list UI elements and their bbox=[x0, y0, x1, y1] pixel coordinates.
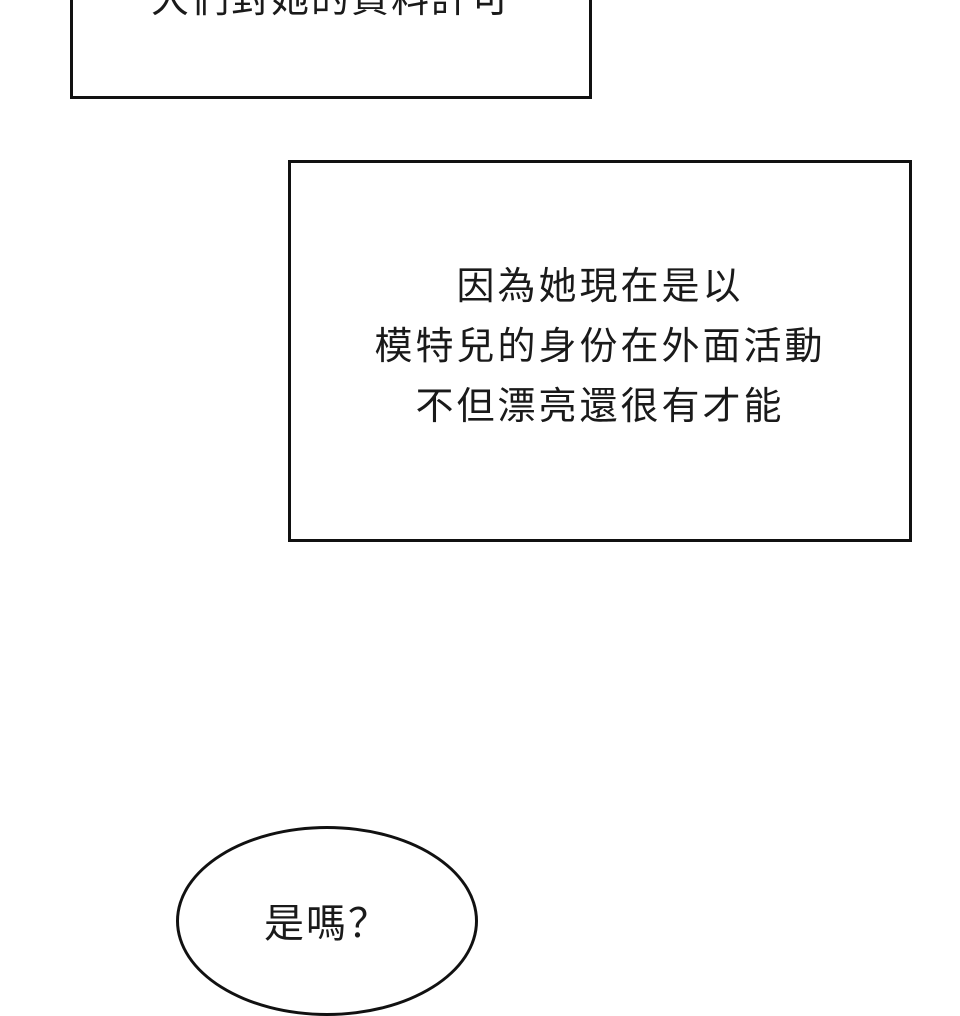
caption-line-3: 不但漂亮還很有才能 bbox=[415, 384, 785, 428]
speech-bubble-text: 是嗎？ bbox=[264, 901, 390, 947]
caption-box-top: 大們對她的資料許可 bbox=[70, 0, 592, 99]
caption-text-middle: 因為她現在是以 模特兒的身份在外面活動 不但漂亮還很有才能 bbox=[374, 256, 825, 436]
speech-bubble: 是嗎？ bbox=[176, 826, 478, 1016]
caption-text-top: 大們對她的資料許可 bbox=[73, 0, 589, 21]
caption-line-2: 模特兒的身份在外面活動 bbox=[374, 324, 826, 368]
caption-box-middle: 因為她現在是以 模特兒的身份在外面活動 不但漂亮還很有才能 bbox=[288, 160, 912, 542]
caption-line-1: 因為她現在是以 bbox=[456, 264, 744, 308]
